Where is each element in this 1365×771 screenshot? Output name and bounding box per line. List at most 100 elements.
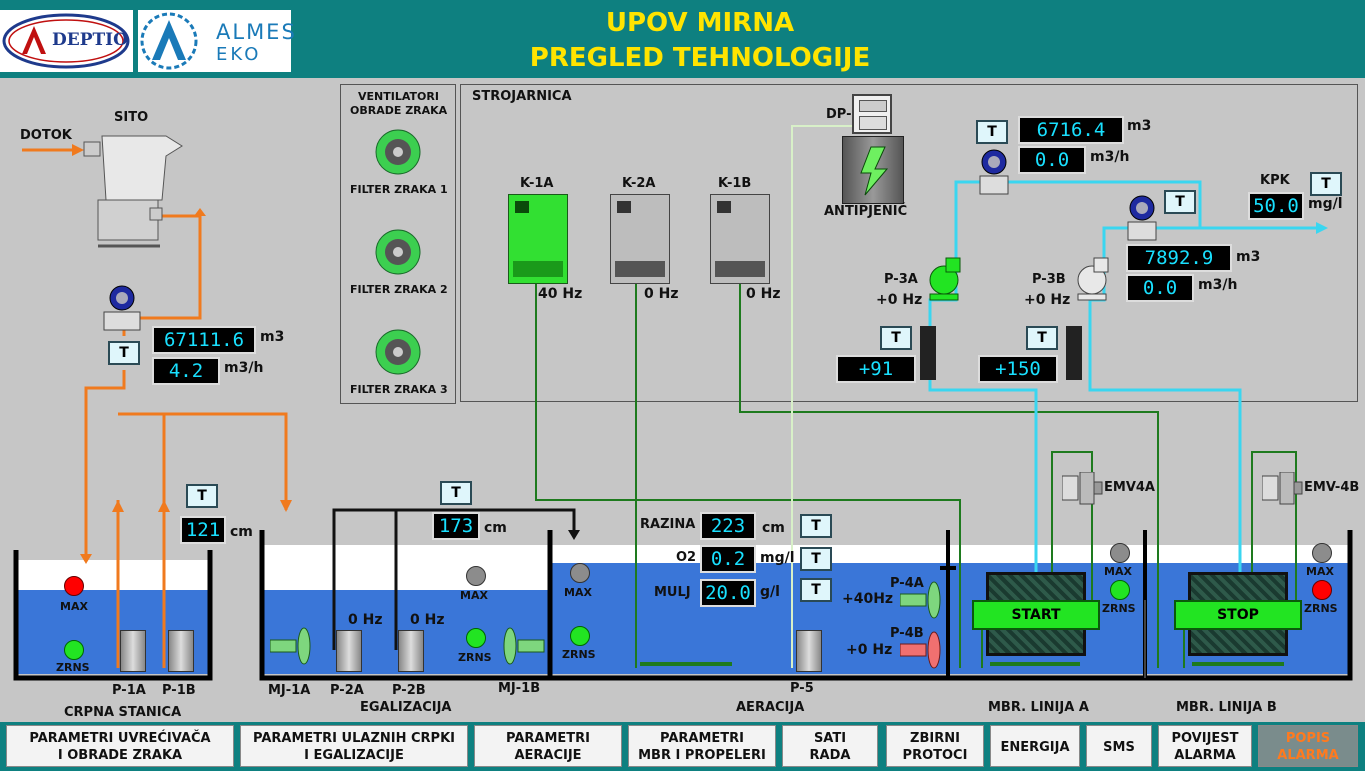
strojarnica-label: STROJARNICA [472, 89, 572, 104]
trend-button-egal-level[interactable]: T [440, 481, 472, 505]
page-title-line1: UPOV MIRNA [605, 8, 795, 38]
trend-button-p3a-flow[interactable]: T [976, 120, 1008, 144]
dotok-label: DOTOK [20, 128, 72, 143]
filter-fan-2[interactable] [374, 228, 424, 280]
air-fans-panel [340, 84, 456, 404]
almes-text: ALMES [216, 20, 297, 44]
pump-p3a[interactable] [926, 254, 966, 308]
filter-1-label: FILTER ZRAKA 1 [350, 183, 448, 196]
almes-eko-logo: ALMES EKO [138, 10, 295, 72]
start-button[interactable]: START [972, 600, 1100, 630]
screen-sito-icon [83, 135, 183, 248]
mbr-a-zrns-indicator [1110, 580, 1130, 600]
zrns-label: ZRNS [458, 651, 492, 664]
m3h-unit: m3/h [1090, 149, 1130, 165]
p4a-label: P-4A [890, 576, 924, 591]
dosing-pump-dp[interactable] [852, 94, 892, 134]
trend-button-kpk[interactable]: T [1310, 172, 1342, 196]
trend-button-razina[interactable]: T [800, 514, 832, 538]
trend-button-o2[interactable]: T [800, 547, 832, 571]
trend-button-pressure-b[interactable]: T [1026, 326, 1058, 350]
nav-energy-button[interactable]: ENERGIJA [990, 725, 1080, 767]
p3b-label: P-3B [1032, 272, 1066, 287]
p4b-label: P-4B [890, 626, 924, 641]
nav-line2: ALARMA [1174, 748, 1236, 763]
m3-unit: m3 [260, 329, 285, 345]
filter-fan-1[interactable] [374, 128, 424, 180]
mbr-linija-b-label: MBR. LINIJA B [1176, 700, 1277, 715]
aer-zrns-indicator [570, 626, 590, 646]
nav-run-hours-button[interactable]: SATI RADA [782, 725, 878, 767]
fan-icon [375, 229, 421, 275]
mixer-mj1a[interactable] [269, 626, 314, 670]
trend-button-inflow[interactable]: T [108, 341, 140, 365]
p3a-hz-value: +0 [876, 292, 898, 308]
k1a-label: K-1A [520, 176, 554, 191]
p2b-hz-value: 0 [410, 612, 420, 628]
trend-button-mulj[interactable]: T [800, 578, 832, 602]
zrns-label: ZRNS [1102, 602, 1136, 615]
nav-line1: SATI [813, 731, 847, 746]
kpk-label: KPK [1260, 173, 1290, 188]
p3a-label: P-3A [884, 272, 918, 287]
mulj-display: 20.0 [700, 579, 756, 607]
flow-meter-icon [979, 149, 1009, 195]
trend-button-p3b-flow[interactable]: T [1164, 190, 1196, 214]
mixer-mj1b[interactable] [502, 626, 546, 670]
antipjenic-label: ANTIPJENIĆ [824, 204, 908, 219]
gl-unit: g/l [760, 584, 780, 600]
pump-icon [929, 257, 961, 301]
o2-display: 0.2 [700, 545, 756, 573]
filter-fan-3[interactable] [374, 328, 424, 380]
flow-meter-p3b [1122, 192, 1164, 248]
fan-icon [375, 329, 421, 375]
pump-p3b[interactable] [1074, 254, 1114, 308]
pump-p1a[interactable] [120, 630, 146, 672]
p2a-label: P-2A [330, 683, 364, 698]
ventilatori-label: VENTILATORI [358, 90, 439, 103]
trend-button-crpna-level[interactable]: T [186, 484, 218, 508]
lightning-icon [860, 146, 889, 196]
inflow-rate-display: 4.2 [152, 357, 220, 385]
pump-icon [1077, 257, 1109, 301]
propeller-p4b[interactable] [899, 630, 944, 674]
k2a-label: K-2A [622, 176, 656, 191]
m3h-unit: m3/h [1198, 277, 1238, 293]
nav-sms-button[interactable]: SMS [1086, 725, 1152, 767]
antifoam-tank[interactable] [842, 136, 904, 204]
mulj-label: MULJ [654, 585, 691, 600]
blower-k1b[interactable] [710, 194, 770, 284]
valve-emv4b[interactable] [1261, 471, 1304, 510]
dp-label: DP- [826, 107, 852, 122]
blower-k2a[interactable] [610, 194, 670, 284]
filter-2-label: FILTER ZRAKA 2 [350, 283, 448, 296]
nav-line1: SMS [1103, 740, 1135, 755]
p3a-total-display: 6716.4 [1018, 116, 1124, 144]
razina-display: 223 [700, 512, 756, 540]
cm-unit: cm [484, 520, 507, 536]
crpna-level-display: 121 [180, 516, 226, 544]
valve-emv4a[interactable] [1061, 471, 1104, 510]
blower-k1a[interactable] [508, 194, 568, 284]
stop-button[interactable]: STOP [1174, 600, 1302, 630]
valve-icon [1261, 471, 1303, 505]
nav-line1: PARAMETRI UVREĆIVAČA [29, 731, 211, 746]
emv4a-label: EMV4A [1104, 480, 1155, 495]
pump-p2b[interactable] [398, 630, 424, 672]
pump-p1b[interactable] [168, 630, 194, 672]
nav-line2: I EGALIZACIJE [304, 748, 404, 763]
trend-button-pressure-a[interactable]: T [880, 326, 912, 350]
pump-p5[interactable] [796, 630, 822, 672]
aer-max-indicator [570, 563, 590, 583]
pump-p2a[interactable] [336, 630, 362, 672]
propeller-p4a[interactable] [899, 580, 944, 624]
nav-line2: RADA [809, 748, 851, 763]
